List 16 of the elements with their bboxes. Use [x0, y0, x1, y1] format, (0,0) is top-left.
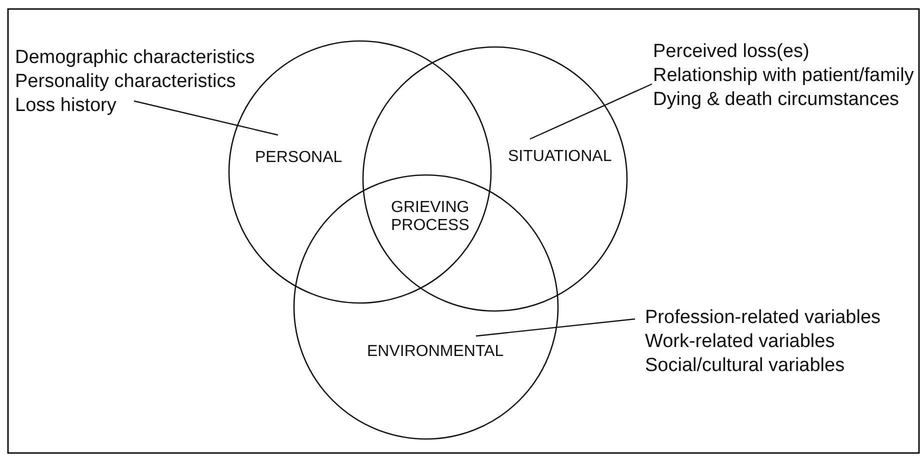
- circle-label: PERSONAL: [255, 148, 342, 168]
- factor-text: Dying & death circumstances: [653, 88, 900, 112]
- circle-label: ENVIRONMENTAL: [367, 342, 504, 362]
- circle-label: SITUATIONAL: [508, 147, 612, 167]
- leader-line: [134, 100, 278, 136]
- factor-text: Social/cultural variables: [645, 354, 846, 378]
- factor-text: Perceived loss(es): [653, 40, 810, 64]
- factor-text: Work-related variables: [645, 330, 836, 354]
- factor-text: Profession-related variables: [645, 306, 881, 330]
- leader-line: [530, 83, 652, 140]
- leader-line: [476, 318, 636, 337]
- factor-text: Relationship with patient/family: [653, 64, 914, 88]
- factor-text: Personality characteristics: [15, 70, 237, 94]
- overlap-label: GRIEVING PROCESS: [391, 199, 470, 235]
- factor-text: Loss history: [15, 94, 118, 118]
- factor-text: Demographic characteristics: [15, 46, 255, 70]
